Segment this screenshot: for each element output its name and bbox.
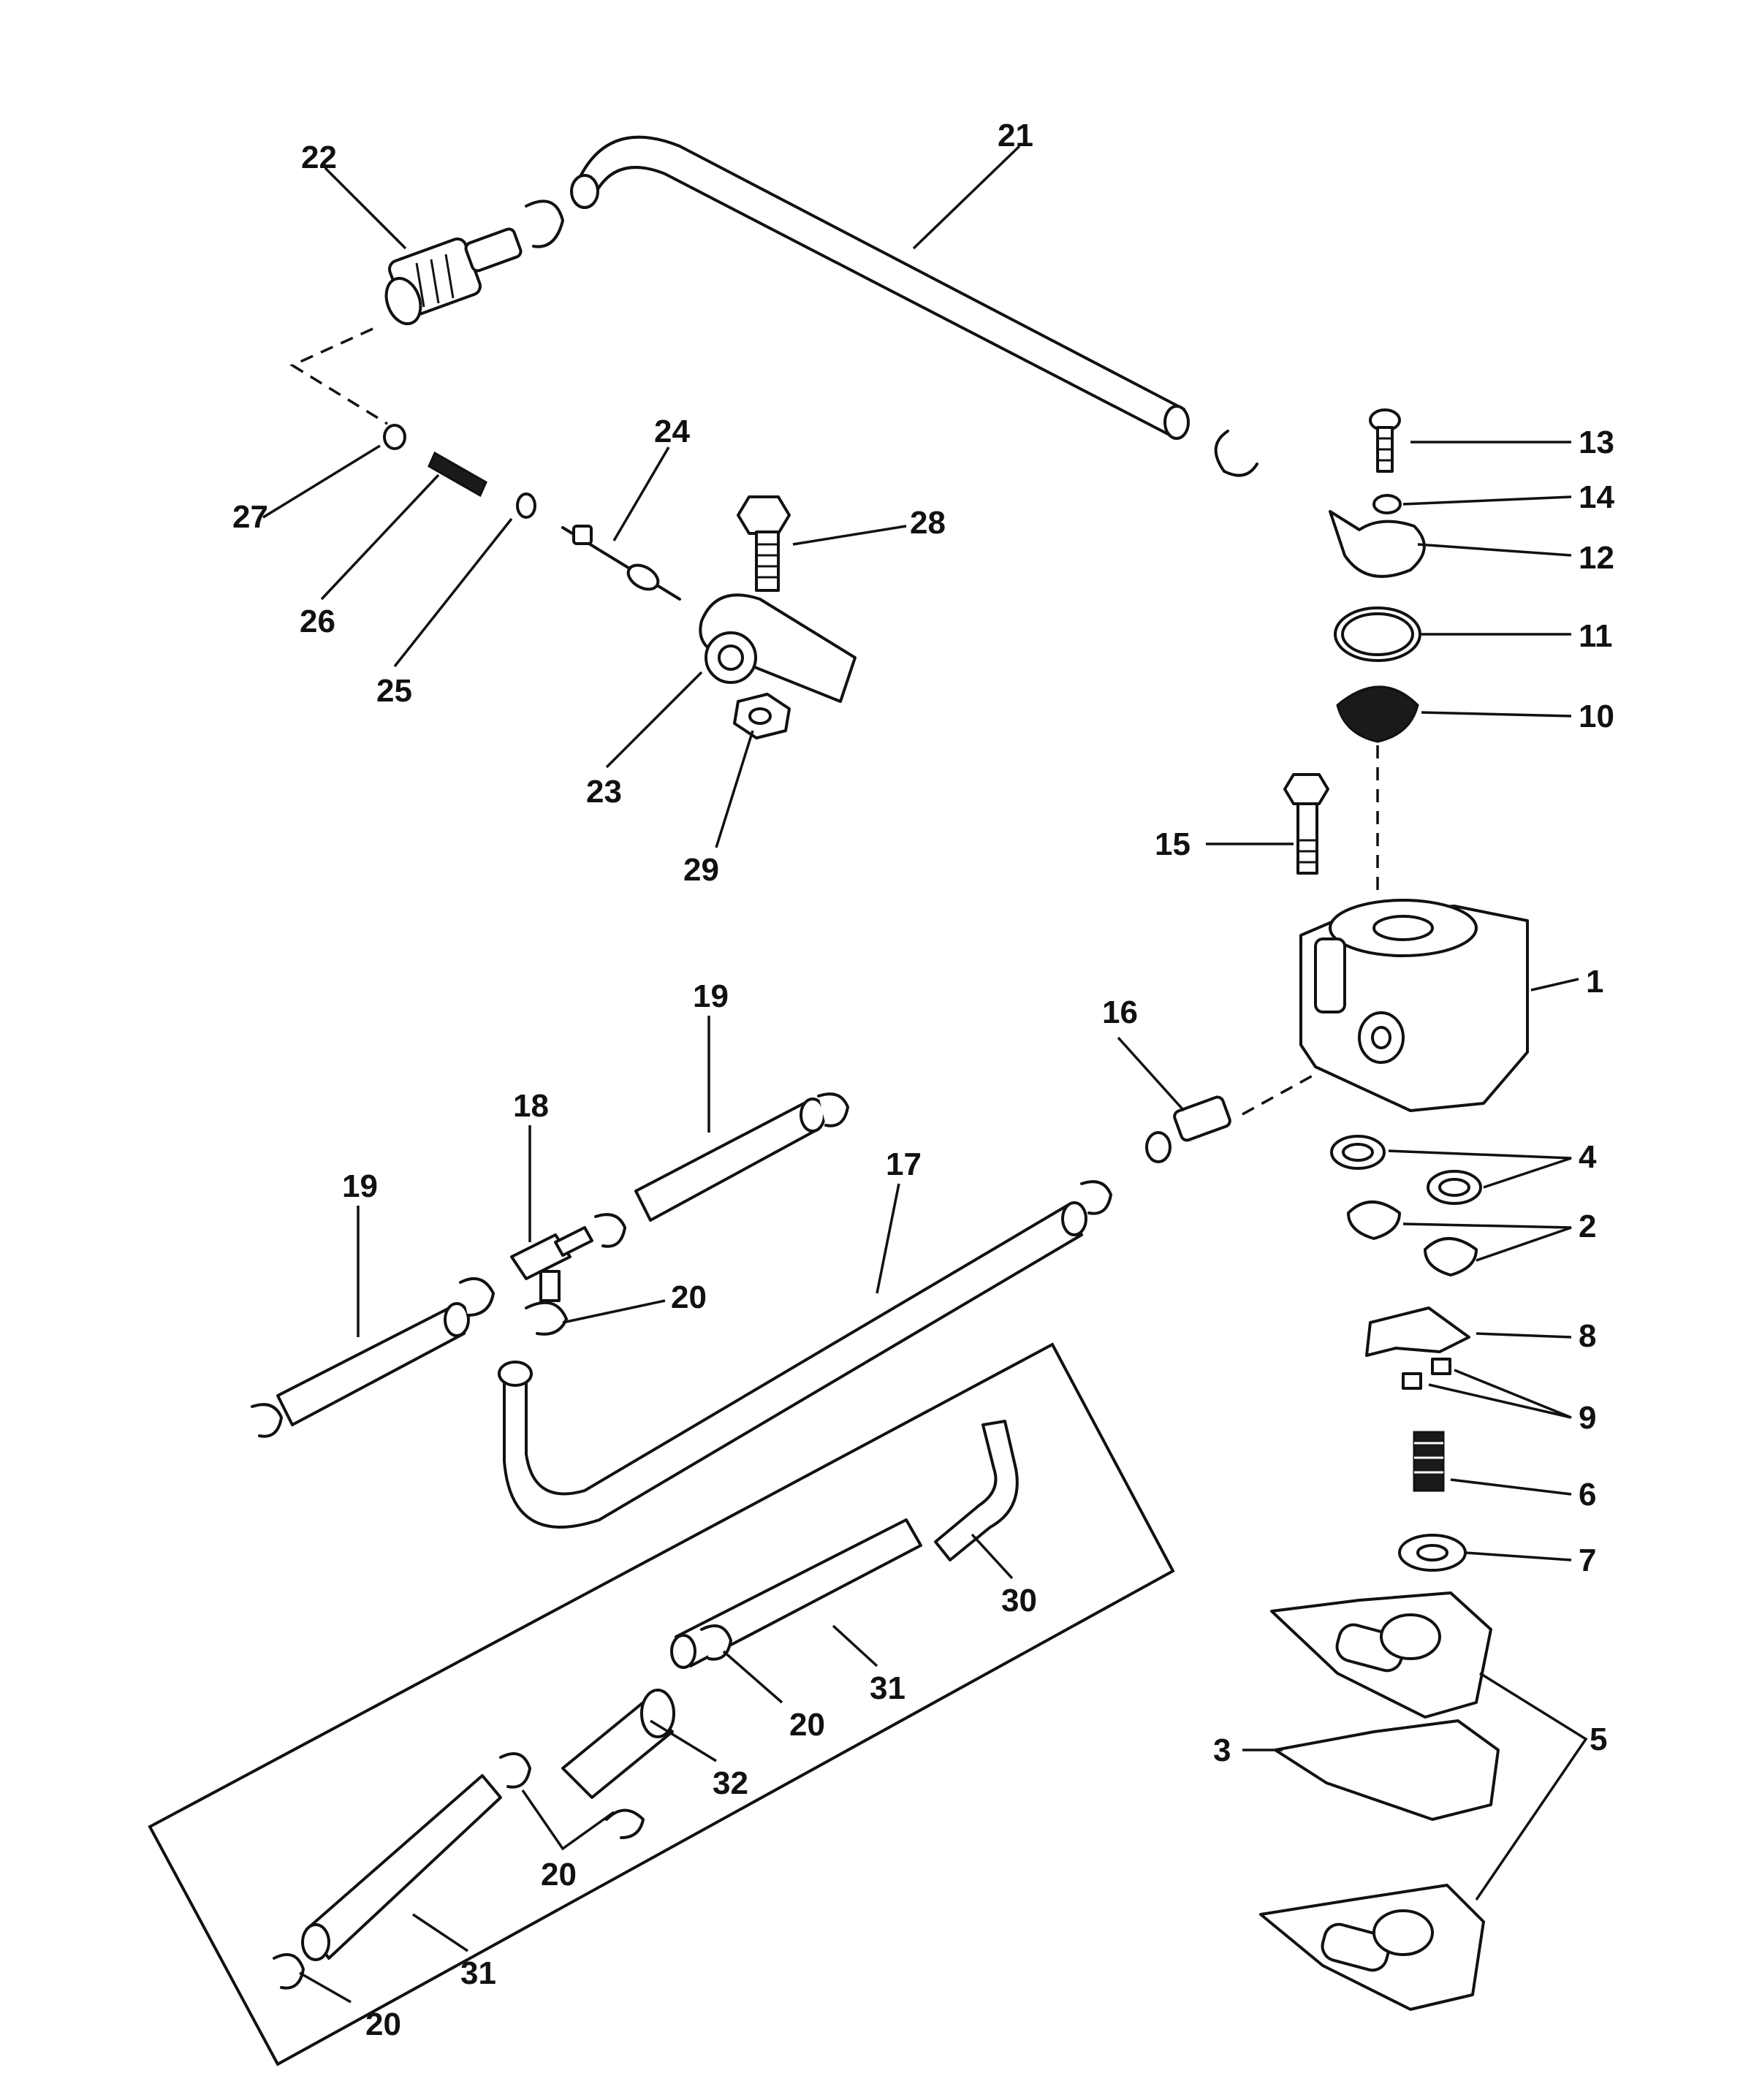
callout-2: 2 [1579, 1209, 1596, 1244]
callout-10: 10 [1579, 699, 1614, 734]
valve-body-23 [699, 593, 857, 703]
alignment-line [1242, 1073, 1316, 1116]
o-ring-11 [1334, 606, 1421, 662]
needle-24 [561, 525, 681, 601]
hose-19-lower [276, 1302, 470, 1426]
hose-31-upper [670, 1518, 922, 1669]
gasket-5-bottom [1259, 1884, 1485, 2011]
filter-32 [561, 1689, 675, 1799]
callout-11: 11 [1579, 618, 1613, 654]
callout-21: 21 [998, 118, 1033, 153]
callout-28: 28 [910, 505, 946, 541]
fitting-16 [1145, 1095, 1231, 1163]
callout-22: 22 [301, 140, 337, 175]
callout-27: 27 [232, 499, 268, 535]
tee-fitting-18 [510, 1226, 593, 1302]
callout-17: 17 [886, 1146, 922, 1182]
callout-12: 12 [1579, 540, 1614, 576]
callout-7: 7 [1579, 1542, 1596, 1578]
elbow-30 [934, 1420, 1019, 1561]
spring-26 [428, 451, 487, 498]
callout-1: 1 [1586, 964, 1603, 1000]
callout-6: 6 [1579, 1477, 1596, 1513]
callout-14: 14 [1579, 479, 1614, 515]
callout-4: 4 [1579, 1139, 1597, 1175]
o-ring-27 [383, 424, 406, 450]
screw-13 [1369, 408, 1401, 473]
check-valve-2 [1347, 1201, 1478, 1277]
callout-20-kit-lower: 20 [365, 2006, 401, 2042]
callout-29: 29 [683, 852, 719, 888]
callout-3: 3 [1213, 1732, 1231, 1768]
pump-body-1 [1299, 899, 1529, 1112]
hose-17 [498, 1201, 1087, 1529]
callout-13: 13 [1579, 425, 1614, 460]
callout-24: 24 [654, 414, 690, 449]
bolt-15 [1283, 773, 1329, 875]
hose-19-upper [634, 1097, 826, 1222]
diaphragm-plate-7 [1398, 1534, 1467, 1572]
hose-31-lower [301, 1774, 502, 1961]
callout-32: 32 [713, 1765, 748, 1801]
callout-16: 16 [1102, 994, 1138, 1030]
screws-9 [1402, 1358, 1451, 1390]
washer-14 [1372, 494, 1402, 514]
callout-20-kit-upper: 20 [789, 1707, 825, 1743]
callout-31-lower: 31 [460, 1955, 496, 1991]
nut-29 [733, 693, 791, 739]
kit-frame [148, 1342, 1175, 2066]
callout-31-upper: 31 [870, 1670, 905, 1706]
o-ring-25 [516, 492, 536, 519]
clamps-20-middle [251, 1092, 1112, 1438]
callout-20-middle: 20 [671, 1279, 707, 1315]
hose-21 [570, 135, 1190, 440]
callout-8: 8 [1579, 1318, 1596, 1354]
seat-4 [1330, 1135, 1482, 1205]
callout-18: 18 [513, 1088, 549, 1124]
callout-19-upper: 19 [693, 978, 729, 1014]
callout-20-kit-middle: 20 [541, 1857, 577, 1892]
callout-26: 26 [300, 604, 335, 639]
callout-15: 15 [1155, 826, 1191, 862]
bolt-28 [737, 495, 791, 592]
plate-3 [1274, 1719, 1500, 1821]
callout-23: 23 [586, 774, 622, 810]
filter-10 [1336, 685, 1419, 743]
hose-clamp [525, 199, 1258, 477]
retainer-8 [1365, 1306, 1470, 1357]
leader-lines [262, 145, 1588, 2004]
clamps-20-kit [273, 1624, 732, 1990]
callout-5: 5 [1590, 1722, 1607, 1757]
spring-6 [1413, 1431, 1445, 1492]
callout-19-lower: 19 [342, 1168, 378, 1204]
fitting-22 [384, 227, 523, 325]
callout-9: 9 [1579, 1400, 1596, 1436]
callout-30: 30 [1001, 1583, 1037, 1618]
gasket-5-top [1270, 1591, 1492, 1719]
cap-12 [1329, 510, 1426, 578]
alignment-line [289, 327, 388, 425]
callout-25: 25 [376, 673, 412, 709]
